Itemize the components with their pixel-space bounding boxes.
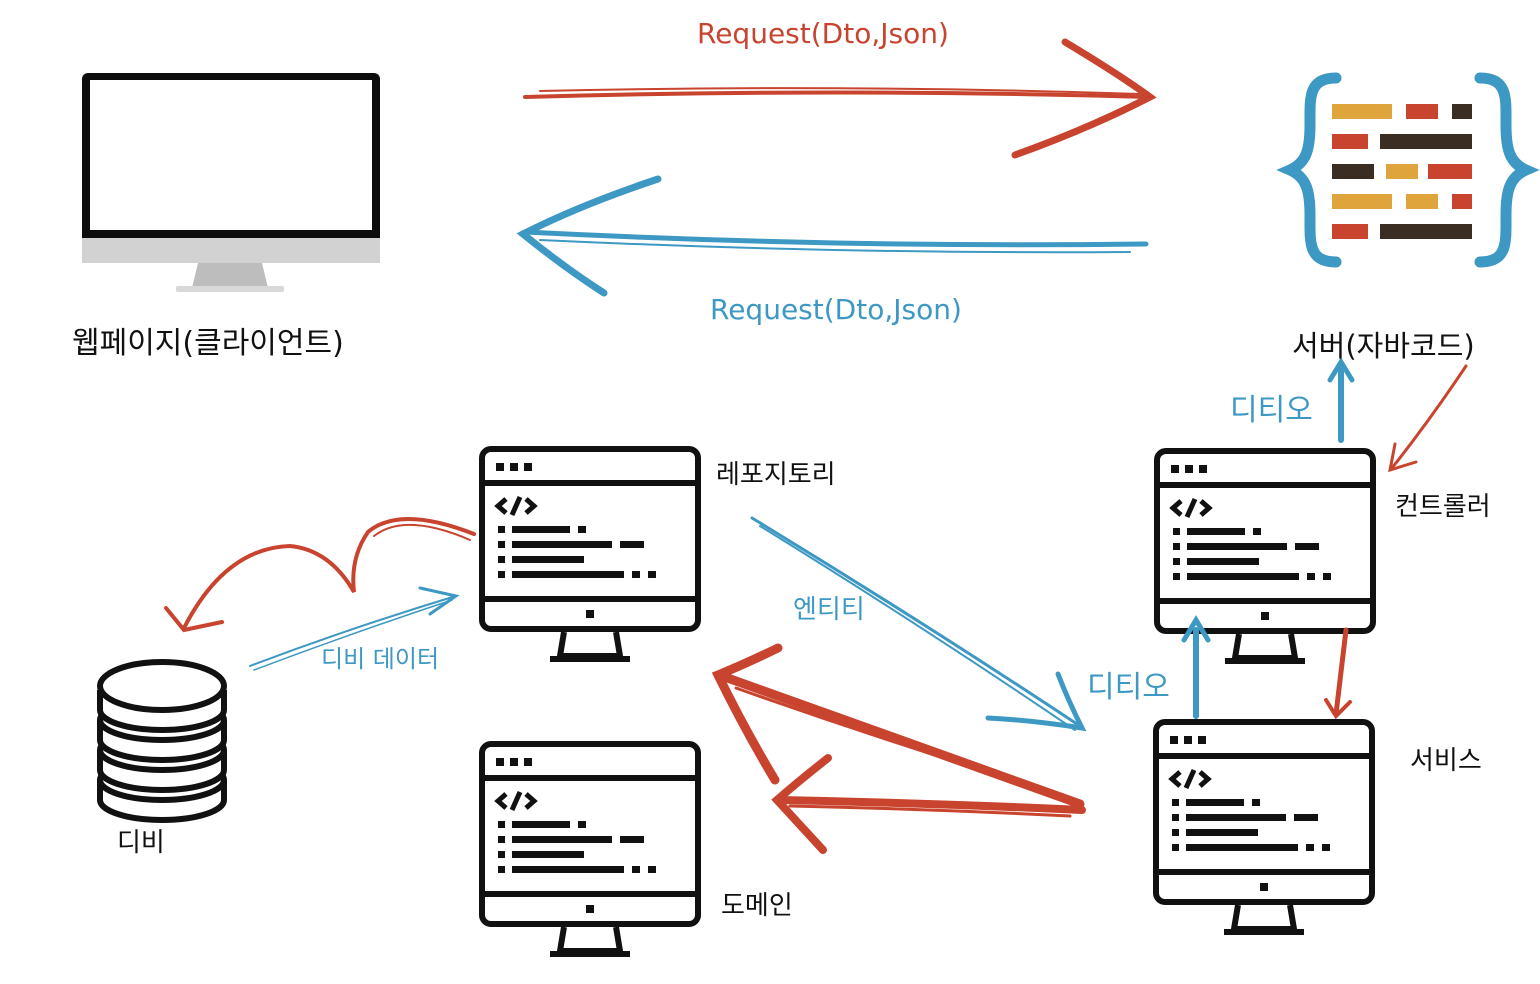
service-monitor-icon: [1156, 722, 1372, 932]
db-label: 디비: [117, 828, 165, 858]
json-braces-icon: [1276, 72, 1540, 268]
db-to-repository-label: 디비 데이터: [321, 645, 440, 673]
server-to-controller-arrow: [1388, 364, 1468, 473]
service-to-domain-arrow: [771, 754, 1086, 854]
controller-to-server-label: 디티오: [1230, 393, 1313, 428]
server-label: 서버(자바코드): [1292, 329, 1475, 363]
controller-to-service-arrow: [1324, 627, 1352, 720]
domain-monitor-icon: [482, 744, 698, 954]
repository-to-service-arrow: [750, 516, 1087, 732]
repository-to-db-arrow: [164, 517, 476, 633]
controller-label: 컨트롤러: [1395, 492, 1491, 522]
database-icon: [97, 659, 227, 823]
repository-label: 레포지토리: [716, 460, 836, 490]
controller-to-server-arrow: [1327, 357, 1355, 443]
response-arrow-label: Request(Dto,Json): [710, 293, 962, 326]
repository-to-service-label: 엔티티: [793, 595, 865, 625]
repository-monitor-icon: [482, 449, 698, 659]
service-to-repository-arrow: [711, 643, 1085, 809]
db-to-repository-arrow: [249, 586, 460, 671]
domain-label: 도메인: [721, 891, 793, 921]
request-arrow-label: Request(Dto,Json): [697, 17, 949, 50]
request-arrow: [523, 38, 1157, 159]
response-arrow: [516, 175, 1149, 297]
desktop-monitor-icon: [82, 73, 380, 292]
service-to-controller-arrow: [1181, 615, 1211, 719]
service-label: 서비스: [1410, 746, 1482, 776]
client-label: 웹페이지(클라이언트): [72, 326, 344, 361]
service-to-controller-label: 디티오: [1087, 670, 1170, 705]
